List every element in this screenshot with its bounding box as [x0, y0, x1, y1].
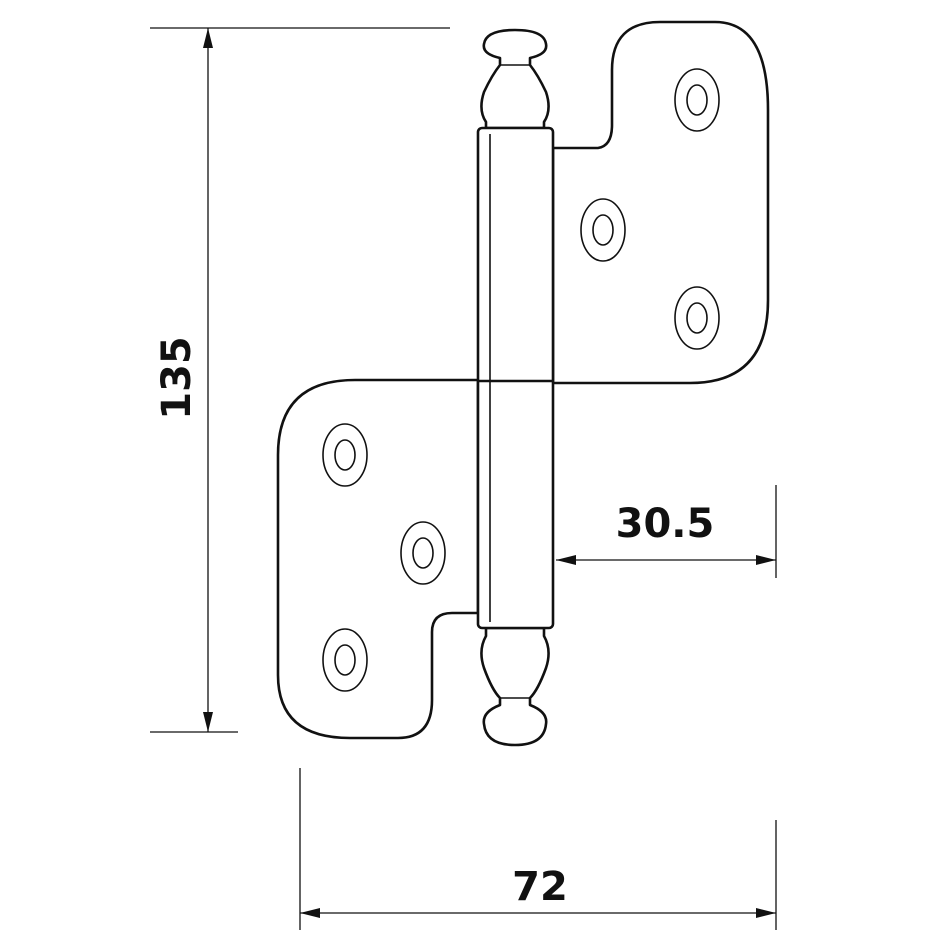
- hinge-barrel: [476, 126, 555, 630]
- screw-hole: [674, 68, 720, 132]
- barrel-offset-dimension: 30.5: [556, 485, 777, 578]
- bottom-finial: [480, 626, 550, 747]
- screw-hole: [400, 521, 446, 585]
- height-dimension: 135: [150, 27, 450, 733]
- screw-hole: [322, 423, 368, 487]
- screw-hole: [322, 628, 368, 692]
- width-label: 72: [512, 864, 568, 910]
- left-leaf: [276, 378, 480, 740]
- screw-holes: [322, 68, 720, 692]
- offset-label: 30.5: [616, 501, 715, 547]
- top-finial: [480, 28, 550, 130]
- screw-hole: [580, 198, 626, 262]
- height-label: 135: [154, 336, 200, 420]
- screw-hole: [674, 286, 720, 350]
- width-dimension: 72: [299, 768, 777, 930]
- right-leaf: [551, 20, 770, 385]
